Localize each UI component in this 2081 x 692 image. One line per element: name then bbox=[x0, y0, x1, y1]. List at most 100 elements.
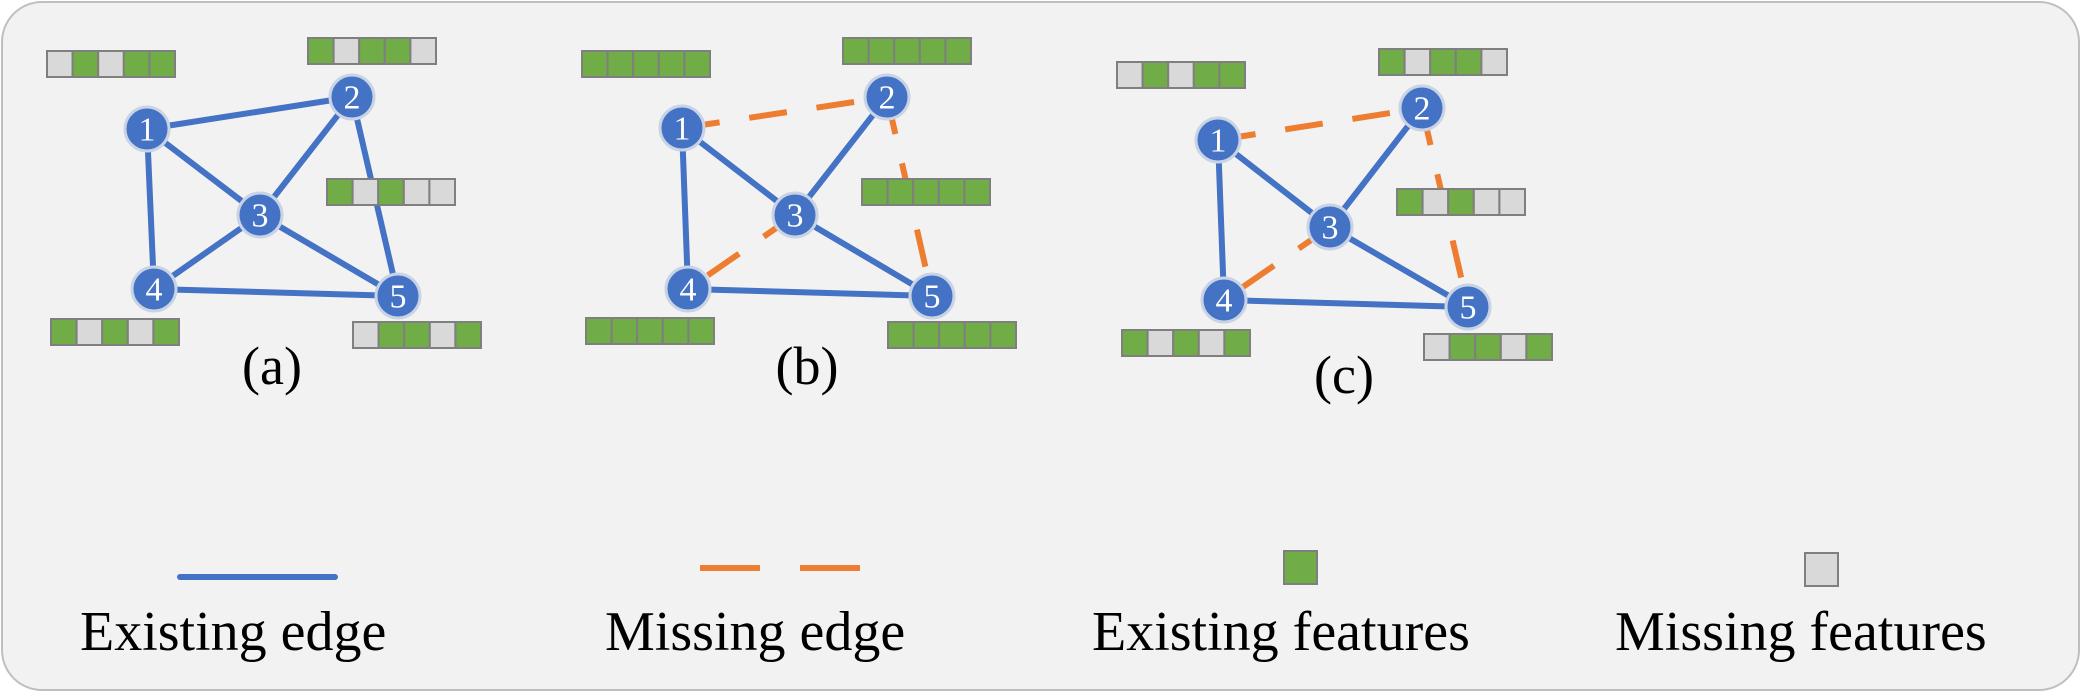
node-circle bbox=[1444, 283, 1492, 331]
existing-feature-cell bbox=[1474, 333, 1502, 361]
missing-feature-cell bbox=[1116, 61, 1144, 89]
existing-feature-cell bbox=[887, 321, 915, 349]
missing-feature-cell bbox=[1421, 188, 1450, 216]
existing-feature-cell bbox=[657, 50, 686, 78]
node-2: 2 bbox=[328, 73, 376, 121]
existing-edge-1-4 bbox=[679, 125, 691, 292]
existing-feature-cell bbox=[101, 318, 129, 346]
feature-vector-node-4 bbox=[585, 317, 716, 345]
missing-feature-cell bbox=[1499, 333, 1528, 361]
node-3: 3 bbox=[236, 191, 284, 239]
node-5: 5 bbox=[908, 272, 956, 320]
existing-feature-cell bbox=[383, 37, 412, 65]
missing-feature-cell bbox=[351, 178, 380, 206]
node-3: 3 bbox=[1306, 203, 1354, 251]
existing-feature-cell bbox=[358, 37, 386, 65]
existing-feature-cell bbox=[944, 37, 973, 65]
existing-edge-3-5 bbox=[257, 212, 401, 299]
existing-feature-cell bbox=[1525, 333, 1554, 361]
existing-edge-3-5 bbox=[1327, 224, 1471, 310]
missing-feature-cell bbox=[1480, 48, 1509, 76]
node-circle bbox=[664, 265, 712, 313]
existing-feature-cell bbox=[454, 321, 482, 349]
node-circle bbox=[771, 191, 819, 239]
legend-missing-edge-label: Missing edge bbox=[605, 601, 905, 663]
existing-feature-cell bbox=[606, 50, 635, 78]
existing-edge-1-3 bbox=[679, 125, 798, 218]
feature-vector-node-5 bbox=[352, 321, 482, 349]
existing-feature-cell bbox=[307, 37, 335, 65]
existing-feature-cell bbox=[152, 318, 180, 346]
existing-edge-4-5 bbox=[1221, 297, 1471, 310]
feature-vector-node-5 bbox=[1423, 333, 1554, 361]
node-circle bbox=[374, 272, 422, 320]
existing-feature-cell bbox=[963, 321, 992, 349]
node-4: 4 bbox=[664, 265, 712, 313]
feature-vector-node-3 bbox=[1396, 188, 1527, 216]
missing-feature-cell bbox=[1423, 333, 1451, 361]
existing-feature-cell bbox=[1396, 188, 1424, 216]
existing-feature-cell bbox=[148, 50, 176, 78]
legend-existing-features-label: Existing features bbox=[1092, 601, 1470, 663]
node-circle bbox=[863, 73, 911, 121]
node-label: 3 bbox=[787, 198, 804, 235]
node-label: 1 bbox=[139, 112, 156, 149]
existing-feature-cell bbox=[912, 178, 940, 206]
existing-feature-cell bbox=[585, 317, 613, 345]
existing-edge-2-3 bbox=[1327, 105, 1425, 230]
existing-edge-1-2 bbox=[144, 94, 355, 132]
existing-feature-cell bbox=[1141, 61, 1170, 89]
missing-feature-cell bbox=[1403, 48, 1432, 76]
node-1: 1 bbox=[1194, 116, 1242, 164]
existing-feature-cell bbox=[937, 178, 966, 206]
node-2: 2 bbox=[863, 73, 911, 121]
node-4: 4 bbox=[1200, 276, 1248, 324]
existing-feature-cell bbox=[867, 37, 896, 65]
existing-edge-2-3 bbox=[257, 94, 355, 218]
missing-feature-cell bbox=[46, 50, 74, 78]
existing-feature-cell bbox=[989, 321, 1018, 349]
existing-edge-4-5 bbox=[685, 286, 935, 299]
existing-feature-cell bbox=[581, 50, 609, 78]
node-5: 5 bbox=[1444, 283, 1492, 331]
node-circle bbox=[236, 191, 284, 239]
node-4: 4 bbox=[130, 265, 178, 313]
node-label: 1 bbox=[1210, 123, 1227, 160]
existing-feature-cell bbox=[683, 50, 712, 78]
node-label: 3 bbox=[252, 198, 269, 235]
node-circle bbox=[1398, 84, 1446, 132]
existing-feature-cell bbox=[636, 317, 664, 345]
missing-feature-cell bbox=[1197, 329, 1226, 357]
feature-vector-node-2 bbox=[1378, 48, 1509, 76]
node-label: 5 bbox=[390, 279, 407, 316]
legend-existing-edge-label: Existing edge bbox=[80, 601, 386, 663]
node-label: 2 bbox=[879, 80, 896, 117]
existing-feature-cell bbox=[893, 37, 921, 65]
legend-missing-features-label: Missing features bbox=[1615, 601, 1987, 663]
existing-feature-cell bbox=[122, 50, 151, 78]
node-1: 1 bbox=[658, 104, 706, 152]
existing-feature-cell bbox=[1447, 188, 1475, 216]
feature-vector-node-3 bbox=[326, 178, 456, 206]
existing-feature-cell bbox=[50, 318, 78, 346]
node-label: 4 bbox=[680, 272, 697, 309]
missing-feature-cell bbox=[126, 318, 155, 346]
existing-feature-cell bbox=[963, 178, 992, 206]
existing-feature-cell bbox=[1223, 329, 1252, 357]
node-label: 4 bbox=[146, 272, 163, 309]
missing-feature-cell bbox=[428, 178, 456, 206]
node-circle bbox=[1200, 276, 1248, 324]
missing-feature-cell bbox=[1146, 329, 1175, 357]
existing-feature-cell bbox=[912, 321, 941, 349]
existing-feature-cell bbox=[1218, 61, 1247, 89]
existing-feature-cell bbox=[1378, 48, 1406, 76]
existing-feature-cell bbox=[1454, 48, 1483, 76]
existing-edge-4-5 bbox=[151, 286, 401, 299]
missing-edge-1-2 bbox=[681, 94, 888, 131]
node-circle bbox=[123, 105, 171, 153]
existing-feature-cell bbox=[632, 50, 660, 78]
